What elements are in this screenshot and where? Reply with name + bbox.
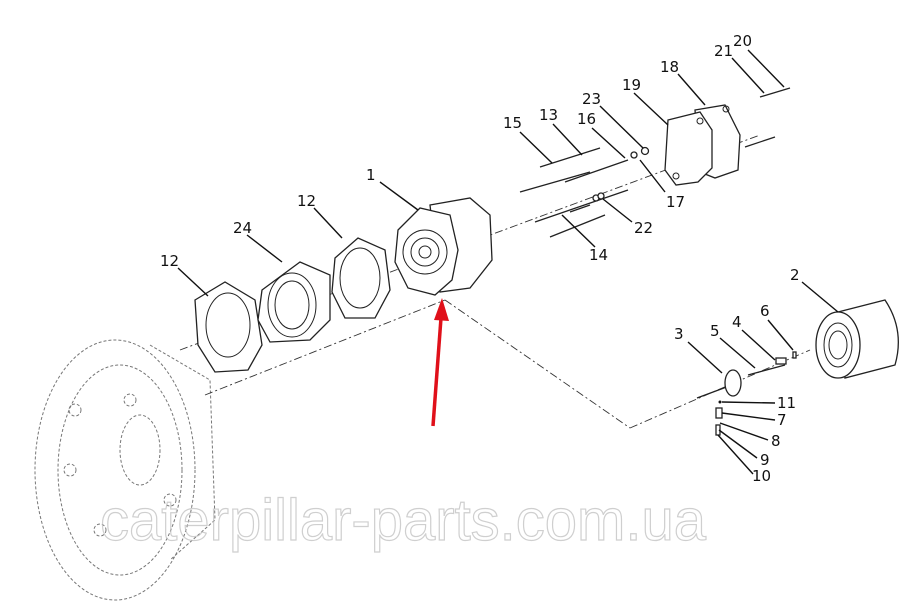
label-part-6: 6 — [760, 302, 770, 320]
label-part-21: 21 — [714, 42, 733, 60]
label-part-17: 17 — [666, 193, 685, 211]
label-part-13: 13 — [539, 106, 558, 124]
label-part-7: 7 — [777, 411, 787, 429]
part-labels: 1 12 24 12 15 13 16 23 19 18 21 20 17 22… — [160, 32, 800, 485]
drive-shaft — [696, 351, 797, 399]
label-part-4: 4 — [732, 313, 742, 331]
pump-body — [394, 197, 493, 296]
label-part-19: 19 — [622, 76, 641, 94]
spacer-plate — [257, 261, 331, 343]
label-part-23: 23 — [582, 90, 601, 108]
gasket-right — [331, 237, 391, 319]
label-part-3: 3 — [674, 325, 684, 343]
label-part-22: 22 — [634, 219, 653, 237]
label-part-5: 5 — [710, 322, 720, 340]
label-part-20: 20 — [733, 32, 752, 50]
gasket-left — [194, 281, 263, 373]
cover-bolts — [744, 87, 791, 148]
label-part-24: 24 — [233, 219, 252, 237]
label-part-9: 9 — [760, 451, 770, 469]
highlight-arrow — [431, 298, 449, 427]
flywheel-housing — [34, 339, 216, 601]
label-part-12-right: 12 — [297, 192, 316, 210]
label-part-15: 15 — [503, 114, 522, 132]
label-part-16: 16 — [577, 110, 596, 128]
filter-canister — [815, 299, 899, 379]
label-part-11: 11 — [777, 394, 796, 412]
small-parts — [715, 400, 723, 436]
label-part-8: 8 — [771, 432, 781, 450]
bolts — [519, 146, 650, 238]
label-part-12-left: 12 — [160, 252, 179, 270]
label-part-10: 10 — [752, 467, 771, 485]
leader-lines — [177, 49, 839, 475]
label-part-2: 2 — [790, 266, 800, 284]
end-cover — [664, 104, 741, 186]
watermark: caterpillar-parts.com.ua — [100, 488, 707, 553]
label-part-1: 1 — [366, 166, 376, 184]
label-part-18: 18 — [660, 58, 679, 76]
label-part-14: 14 — [589, 246, 608, 264]
